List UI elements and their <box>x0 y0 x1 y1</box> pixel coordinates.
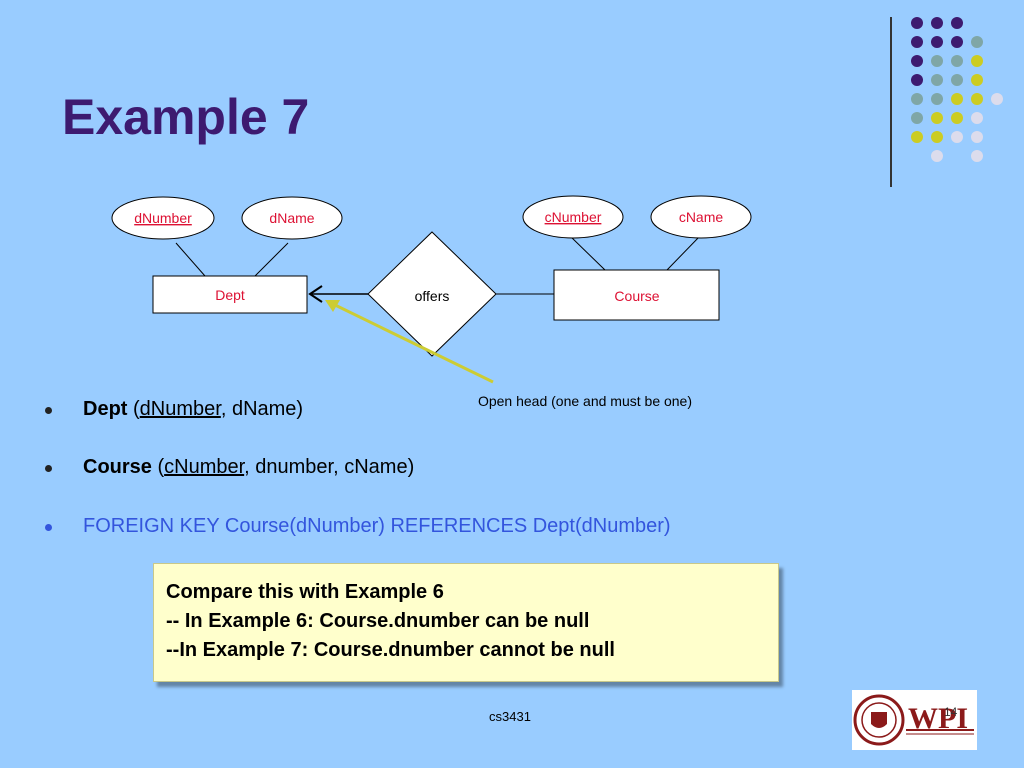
bullet-course-open: ( <box>151 456 165 478</box>
decorative-divider <box>890 17 892 187</box>
open-arrow-head <box>308 285 323 303</box>
bullet-course-key: cNumber <box>164 456 245 478</box>
wpi-logo-text: WPI <box>908 702 968 735</box>
bullet-course-rest: , dnumber, cName) <box>244 456 415 478</box>
dname-connector <box>254 242 289 277</box>
note-line-3: --In Example 7: Course.dnumber cannot be… <box>166 639 615 661</box>
entity-dept: Dept <box>152 275 308 314</box>
bullet-course-name: Course <box>83 456 152 478</box>
bullet-dept-rest: , dName) <box>220 398 304 420</box>
er-diagram: dNumber dName cNumber cName Dept Course … <box>111 195 752 409</box>
attr-dnumber-label: dNumber <box>134 210 192 226</box>
attr-dname-label: dName <box>269 210 314 226</box>
decorative-dot-grid <box>911 17 1003 162</box>
note-line-2: -- In Example 6: Course.dnumber can be n… <box>166 610 590 632</box>
attr-dname: dName <box>241 196 343 240</box>
attr-cname: cName <box>650 195 752 239</box>
relationship-offers: offers <box>367 231 497 357</box>
attr-cnumber: cNumber <box>522 195 624 239</box>
bullet-dept-open: ( <box>127 398 140 420</box>
note-line-1: Compare this with Example 6 <box>166 581 444 603</box>
cnumber-connector <box>569 235 606 271</box>
wpi-logo: WPI <box>852 690 977 750</box>
comparison-note: Compare this with Example 6 -- In Exampl… <box>153 563 779 682</box>
bullet-marker <box>45 524 52 531</box>
bullet-dept-name: Dept <box>83 398 128 420</box>
entity-dept-label: Dept <box>215 287 245 303</box>
attr-cnumber-label: cNumber <box>545 209 602 225</box>
slide-title: Example 7 <box>62 89 310 145</box>
cname-connector <box>666 235 701 271</box>
callout-arrow-line <box>332 302 494 384</box>
entity-course: Course <box>553 269 720 321</box>
bullet-marker <box>45 465 52 472</box>
attr-cname-label: cName <box>679 209 724 225</box>
slide-footer: cs3431 <box>489 709 531 724</box>
dnumber-connector <box>175 242 206 277</box>
bullet-fk-text: FOREIGN KEY Course(dNumber) REFERENCES D… <box>83 515 671 537</box>
bullet-dept-key: dNumber <box>139 398 221 420</box>
page-number: 14 <box>944 705 958 719</box>
annotation-text: Open head (one and must be one) <box>478 393 692 409</box>
attr-dnumber: dNumber <box>111 196 215 240</box>
relationship-offers-label: offers <box>415 288 450 304</box>
wpi-seal-icon: WPI <box>853 694 974 746</box>
entity-course-label: Course <box>614 288 659 304</box>
callout-arrow-head <box>325 300 340 312</box>
bullet-marker <box>45 407 52 414</box>
